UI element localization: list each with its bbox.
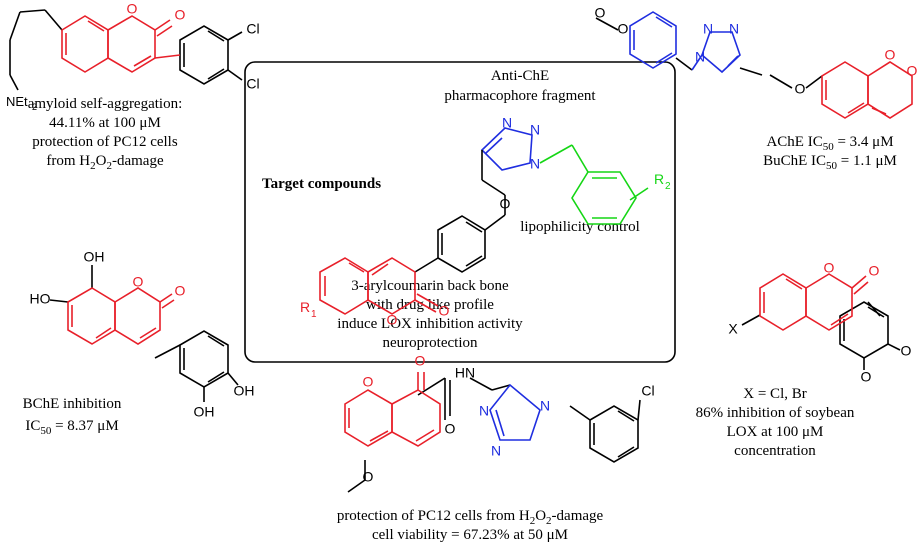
benzyl-group	[539, 144, 649, 225]
atom-o: O	[415, 353, 426, 369]
svg-text:2: 2	[665, 181, 671, 192]
atom-n: N	[479, 403, 489, 419]
substituent-x: X	[728, 321, 738, 337]
atom-n: N	[695, 49, 705, 65]
backbone-label-2: with drug like profile	[366, 297, 494, 313]
backbone-label-3: induce LOX inhibition activity	[337, 316, 523, 332]
lox-concentration-label: LOX at 100 μM	[727, 424, 824, 440]
atom-n: N	[540, 398, 550, 414]
atom-o: O	[387, 312, 398, 328]
atom-o: O	[824, 260, 835, 276]
mid-right-structure	[741, 273, 901, 370]
h2o2-damage-label: from H2O2-damage	[46, 153, 164, 172]
atom-n: N	[530, 156, 540, 172]
atom-o: O	[175, 7, 186, 23]
atom-cl: Cl	[246, 21, 259, 37]
diethylamino-group: NEt	[6, 94, 28, 109]
mid-left-structure	[49, 265, 239, 402]
ache-ic50: AChE IC50 = 3.4 μM	[766, 134, 893, 153]
top-left-structure	[9, 9, 243, 91]
bche-inhibition-label: BChE inhibition	[23, 396, 122, 412]
backbone-label-4: neuroprotection	[383, 335, 478, 351]
bottom-structure	[344, 372, 641, 493]
svg-text:1: 1	[311, 309, 317, 320]
top-right-structure	[595, 11, 913, 119]
bottom-protection-label: protection of PC12 cells from H2O2-damag…	[337, 508, 604, 527]
atom-o: O	[861, 369, 872, 385]
atom-o: O	[618, 21, 629, 37]
atom-n: N	[530, 122, 540, 138]
lox-inhibition-label: 86% inhibition of soybean	[696, 405, 855, 421]
concentration-label: concentration	[734, 443, 816, 459]
amyloid-value: 44.11% at 100 μM	[49, 115, 161, 131]
hydroxyl-group: OH	[234, 383, 255, 399]
buche-ic50: BuChE IC50 = 1.1 μM	[763, 153, 897, 172]
hydroxyl-group: HO	[30, 291, 51, 307]
cell-viability-label: cell viability = 67.23% at 50 μM	[372, 527, 568, 543]
pc12-protection-label: protection of PC12 cells	[32, 134, 178, 150]
atom-o: O	[133, 274, 144, 290]
bche-ic50: IC50 = 8.37 μM	[25, 418, 118, 437]
substituent-r1: R	[300, 299, 310, 315]
atom-o: O	[500, 196, 511, 212]
svg-text:2: 2	[32, 102, 37, 112]
atom-o: O	[175, 283, 186, 299]
atom-o: O	[901, 343, 912, 359]
amide-nh: HN	[455, 365, 475, 381]
atom-o: O	[439, 303, 450, 319]
substituent-r2: R	[654, 171, 664, 187]
atom-o: O	[885, 47, 896, 63]
halogen-label: X = Cl, Br	[743, 386, 806, 402]
atom-n: N	[703, 21, 713, 37]
atom-cl: Cl	[641, 383, 654, 399]
target-compound-box	[244, 61, 676, 363]
lipophilicity-label: lipophilicity control	[520, 219, 640, 235]
atom-o: O	[363, 469, 374, 485]
atom-o: O	[127, 1, 138, 17]
ether-linker	[414, 150, 506, 273]
hydroxyl-group: OH	[84, 249, 105, 265]
atom-o: O	[907, 63, 918, 79]
coumarin-core	[319, 257, 439, 315]
atom-n: N	[491, 443, 501, 459]
target-compounds-label: Target compounds	[262, 176, 381, 192]
backbone-label-1: 3-arylcoumarin back bone	[351, 278, 509, 294]
triazole-ring	[480, 127, 533, 171]
amyloid-label: amyloid self-aggregation:	[28, 96, 183, 112]
anti-che-label: Anti-ChE	[491, 68, 549, 84]
atom-cl: Cl	[246, 76, 259, 92]
atom-o: O	[445, 421, 456, 437]
atom-o: O	[595, 5, 606, 21]
atom-n: N	[729, 21, 739, 37]
target-compound-structure: N N N R 2 O	[319, 115, 671, 315]
atom-o: O	[795, 81, 806, 97]
hydroxyl-group: OH	[194, 404, 215, 420]
pharmacophore-label: pharmacophore fragment	[444, 88, 596, 104]
atom-o: O	[869, 263, 880, 279]
atom-o: O	[363, 374, 374, 390]
atom-n: N	[502, 115, 512, 131]
